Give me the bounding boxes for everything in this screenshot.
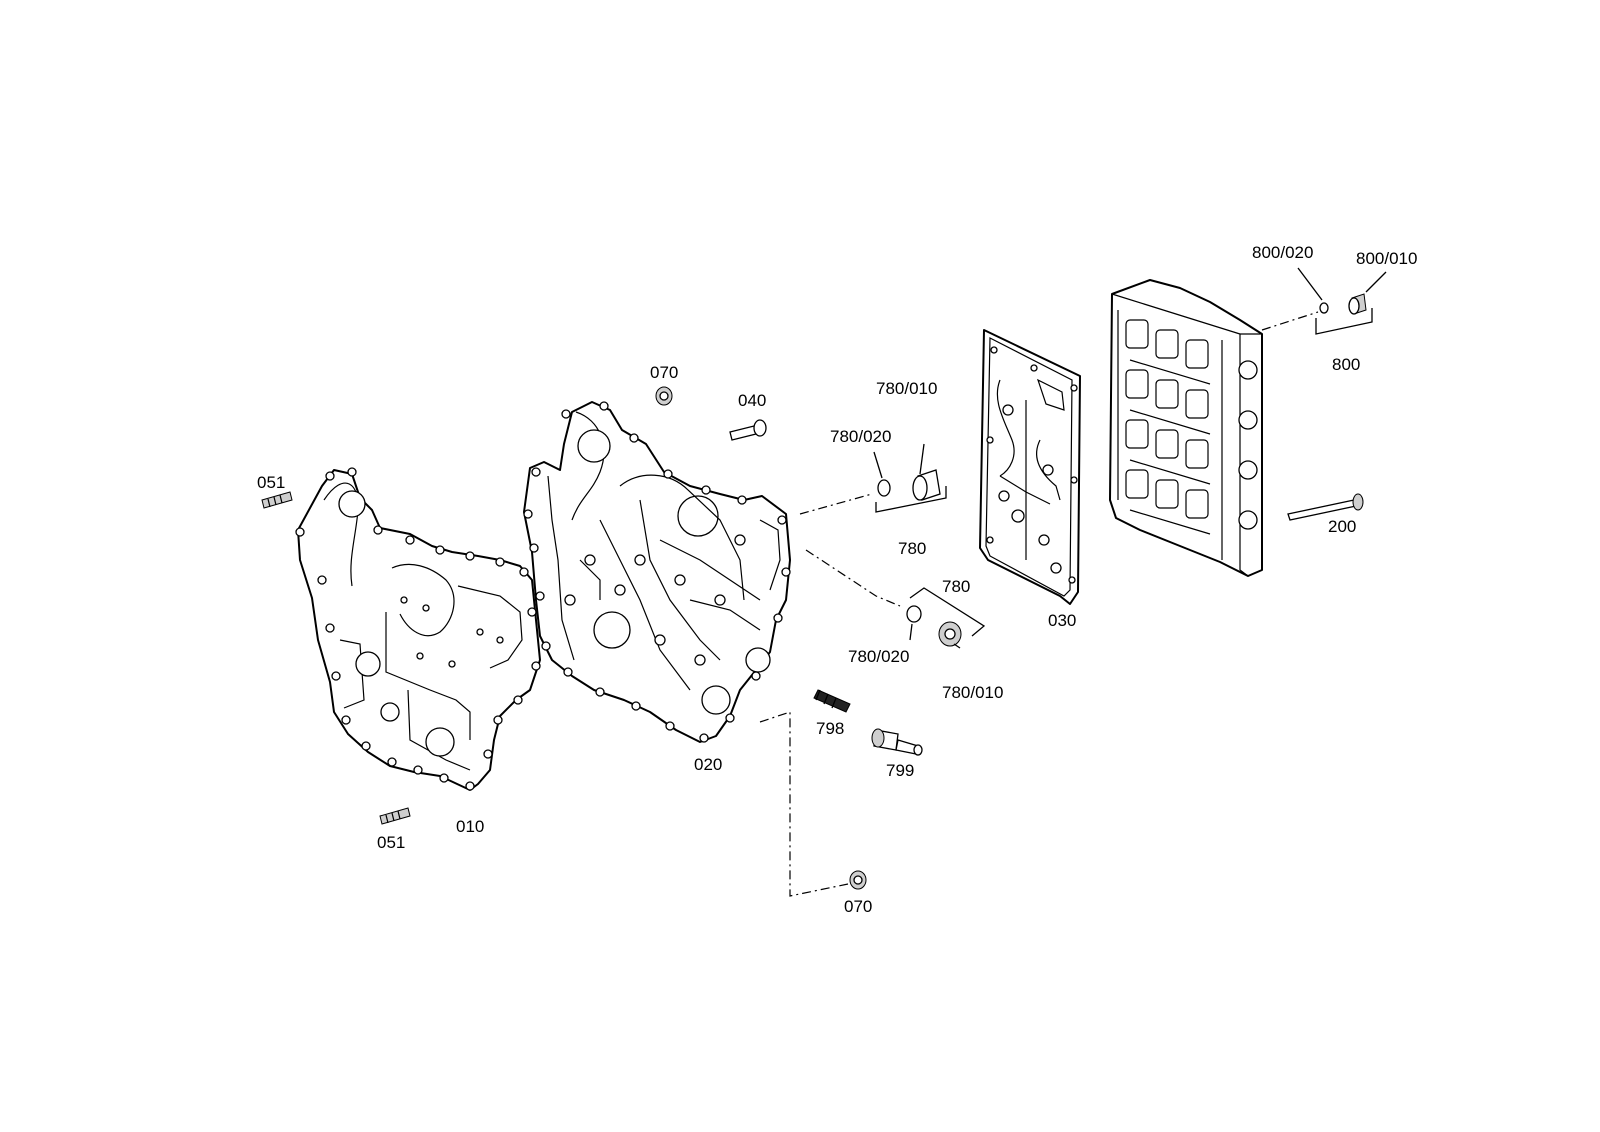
part-799-piston	[871, 728, 923, 756]
part-780-middle-seal	[906, 605, 922, 623]
label-800: 800	[1332, 355, 1361, 374]
bracket-780-upper	[875, 486, 947, 513]
label-051-top: 051	[257, 473, 286, 492]
label-200: 200	[1328, 517, 1357, 536]
valve-block-housing	[1109, 279, 1263, 577]
label-798: 798	[816, 719, 845, 738]
bracket-800	[1315, 308, 1373, 335]
part-051-stud-bottom	[379, 807, 411, 825]
label-070-bottom: 070	[844, 897, 873, 916]
part-780-upper-seal	[877, 479, 891, 497]
part-200-long-bolt	[1287, 493, 1364, 521]
valve-block-internal-detail	[1117, 310, 1258, 560]
label-030: 030	[1048, 611, 1077, 630]
part-780-upper-plug	[912, 469, 941, 501]
part-800-seal	[1319, 302, 1329, 314]
label-010: 010	[456, 817, 485, 836]
part-070-nut-top	[655, 386, 673, 406]
label-800-020: 800/020	[1252, 243, 1314, 262]
part-010-gasket-plate	[295, 467, 541, 791]
label-020: 020	[694, 755, 723, 774]
label-780-top: 780	[898, 539, 927, 558]
assembly-axis-lines	[759, 311, 1319, 897]
label-780-010-top: 780/010	[876, 379, 938, 398]
label-051-bottom: 051	[377, 833, 406, 852]
label-780-middle: 780	[942, 577, 971, 596]
label-070-top: 070	[650, 363, 679, 382]
label-780-020-middle: 780/020	[848, 647, 910, 666]
part-051-stud-top	[261, 491, 293, 509]
label-040: 040	[738, 391, 767, 410]
part-030-intermediate-sheet	[979, 329, 1081, 605]
part-070-nut-bottom	[849, 870, 867, 890]
label-780-010-middle: 780/010	[942, 683, 1004, 702]
part-040-screw	[729, 419, 767, 441]
part-020-valve-housing	[523, 401, 791, 743]
part-800-plug	[1348, 293, 1367, 315]
part-780-middle-plug	[938, 621, 962, 647]
part-798-spring	[813, 689, 851, 713]
leader-lines	[873, 267, 1387, 649]
label-800-010: 800/010	[1356, 249, 1418, 268]
label-780-020-top: 780/020	[830, 427, 892, 446]
label-799: 799	[886, 761, 915, 780]
bracket-780-middle	[909, 587, 986, 637]
